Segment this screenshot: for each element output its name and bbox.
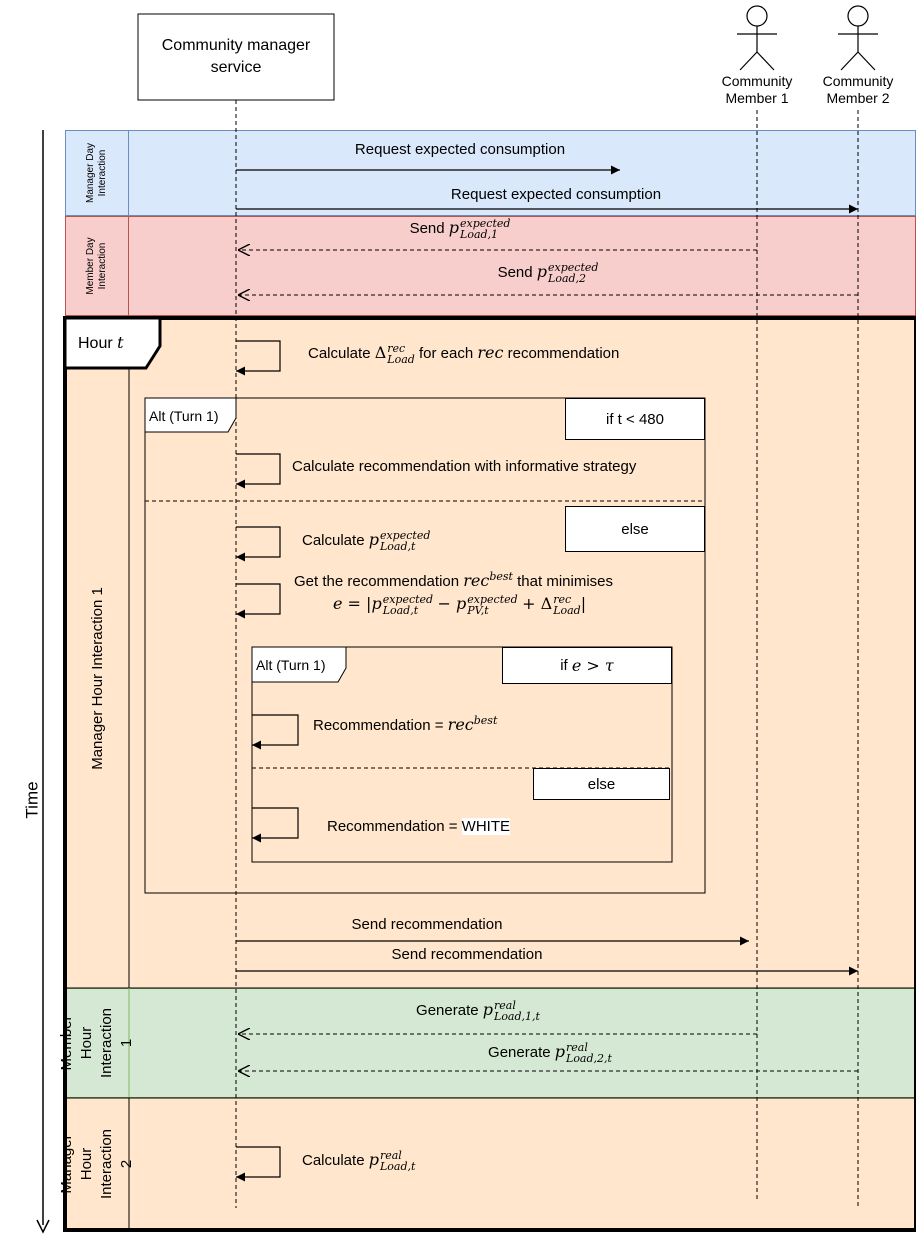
manager-day-label-cell — [65, 130, 129, 216]
hour-frame — [63, 316, 916, 1232]
alt-inner-else: else — [533, 768, 670, 800]
manager-hour-band-2 — [65, 1098, 916, 1230]
manager-hour-2-label: Manager Hour Interaction 2 — [58, 1128, 135, 1200]
alt-inner-frame — [251, 646, 673, 863]
member-2-label: Community Member 2 — [822, 73, 894, 106]
member-hour-band — [65, 988, 916, 1098]
self-call-real — [236, 1146, 281, 1182]
service-box — [137, 13, 335, 101]
member-day-band — [65, 216, 916, 316]
member-day-label: Member Day Interaction — [85, 237, 108, 295]
msg-send-rec-1: Send recommendation — [351, 916, 503, 933]
alt-outer-frame — [144, 397, 706, 894]
time-label: Time — [23, 781, 42, 819]
hour-tag: Hour t — [78, 333, 124, 352]
service-box-label: Community manager service — [138, 14, 334, 100]
actor-member-2 — [838, 5, 878, 71]
msg-send-rec-2: Send recommendation — [391, 946, 543, 963]
time-axis-arrow — [36, 1219, 50, 1234]
manager-hour-1-label: Manager Hour Interaction 1 — [88, 586, 106, 770]
step-informative: Calculate recommendation with informativ… — [292, 458, 637, 475]
msg-request-2: Request expected consumption — [450, 186, 662, 203]
service-title: Community manager service — [161, 37, 311, 76]
member-hour-1-label: Member Hour Interaction 1 — [58, 1007, 136, 1079]
member-1-label: Community Member 1 — [721, 73, 793, 106]
hour-tag-shape — [63, 316, 162, 370]
manager-day-label: Manager Day Interaction — [85, 142, 108, 204]
step-white: Recommendation = WHITE — [327, 818, 510, 835]
alt-outer-guard: if t < 480 — [565, 398, 705, 440]
self-call-rec-best — [252, 714, 299, 750]
self-call-best — [236, 583, 281, 619]
alt-outer-else: else — [565, 506, 705, 552]
actor-member-1 — [737, 5, 777, 71]
manager-day-band — [65, 130, 916, 216]
self-call-informative — [236, 453, 281, 489]
self-call-expected — [236, 526, 281, 562]
alt-outer-tag: Alt (Turn 1) — [149, 408, 219, 424]
member-day-label-cell — [65, 216, 129, 316]
self-call-white — [252, 807, 299, 843]
alt-inner-guard: if e > τ — [502, 647, 672, 684]
self-call-delta — [236, 340, 281, 376]
step-rec-best: Recommendation = recbest — [313, 714, 498, 734]
step-get-best: Get the recommendation recbest that mini… — [294, 570, 613, 590]
alt-inner-tag: Alt (Turn 1) — [256, 657, 326, 673]
msg-request-1: Request expected consumption — [354, 141, 566, 158]
